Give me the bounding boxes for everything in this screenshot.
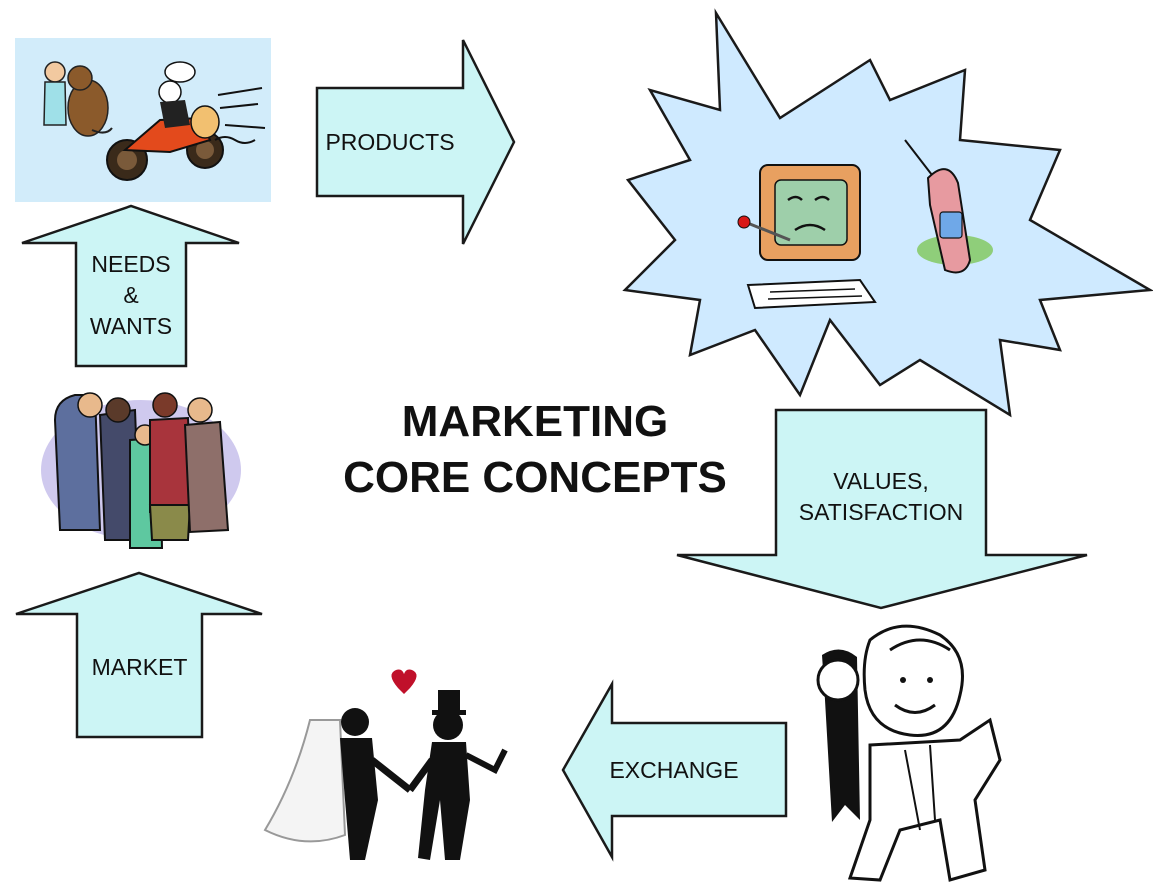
title-line2: CORE CONCEPTS [343, 453, 727, 502]
market-arrow [15, 571, 263, 739]
exchange-label: EXCHANGE [609, 757, 739, 783]
computer-starburst-clipart [622, 8, 1153, 418]
couple-clipart [263, 669, 508, 860]
needs-label-line1: NEEDS [91, 251, 171, 277]
winner-clipart [816, 624, 1002, 882]
values-label-line2: SATISFACTION [798, 499, 964, 525]
dog-motorcycle-clipart [15, 38, 271, 202]
needs-label-line2: & [123, 282, 139, 308]
title-line1: MARKETING [401, 397, 669, 446]
needs-label-line3: WANTS [89, 313, 173, 339]
values-satisfaction-label: VALUES, SATISFACTION [776, 466, 986, 528]
products-arrow [315, 39, 516, 245]
market-label: MARKET [91, 654, 188, 680]
needs-wants-arrow [21, 204, 240, 368]
diagram-title: MARKETING CORE CONCEPTS [300, 394, 770, 506]
needs-wants-label: NEEDS & WANTS [76, 249, 186, 342]
values-label-line1: VALUES, [833, 468, 929, 494]
values-satisfaction-arrow [676, 408, 1088, 610]
crowd-clipart [41, 392, 241, 549]
exchange-arrow [561, 679, 788, 862]
products-label: PRODUCTS [325, 129, 455, 155]
